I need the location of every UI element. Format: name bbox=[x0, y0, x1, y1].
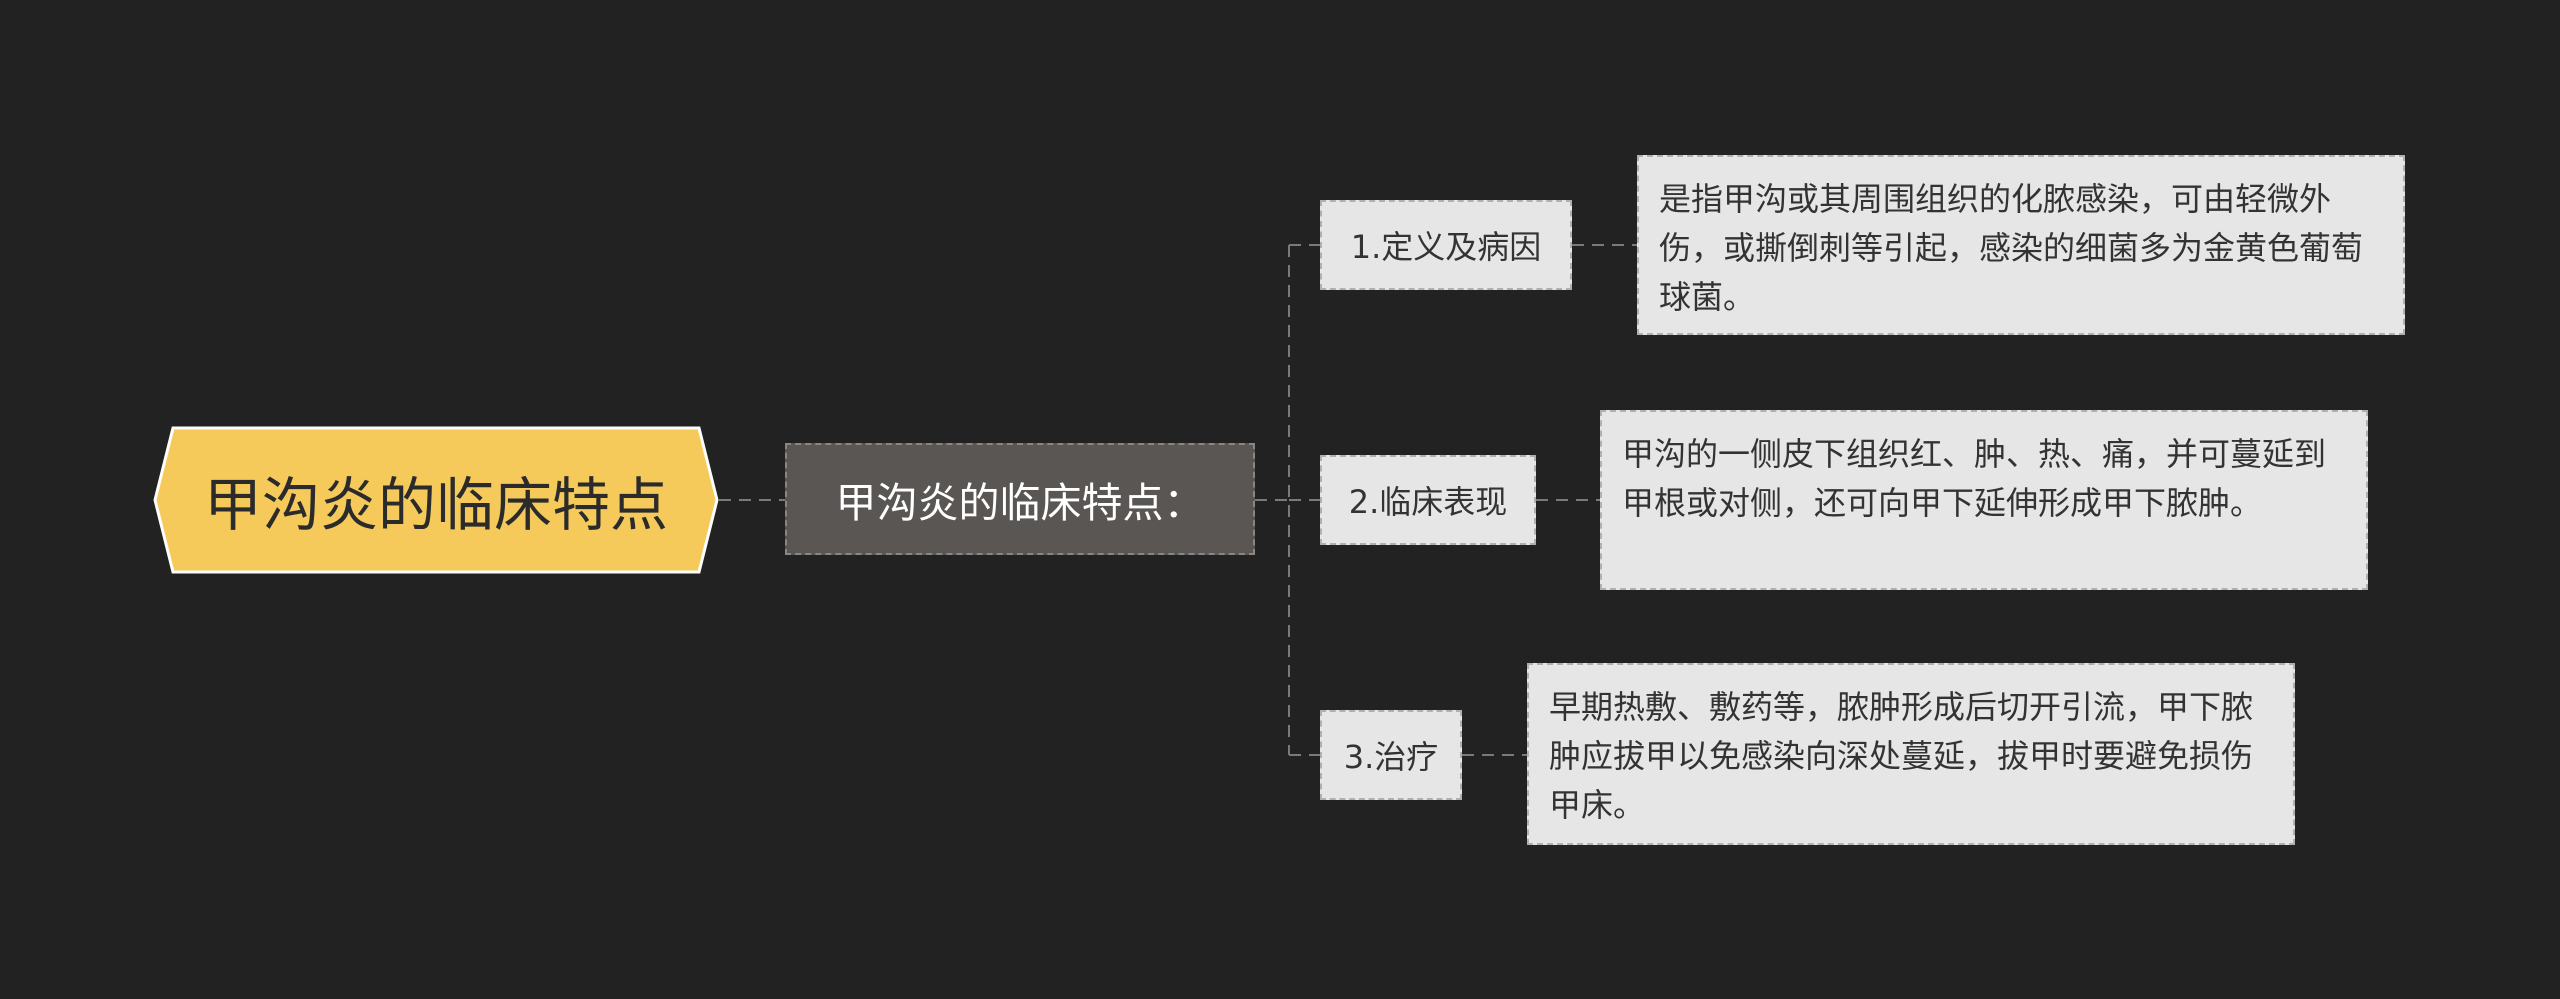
detail-text: 甲沟的一侧皮下组织红、肿、热、痛，并可蔓延到甲根或对侧，还可向甲下延伸形成甲下脓… bbox=[1622, 435, 2327, 522]
branch-label: 2.临床表现 bbox=[1348, 483, 1508, 521]
root-node[interactable]: 甲沟炎的临床特点 bbox=[153, 426, 719, 574]
detail-text: 是指甲沟或其周围组织的化脓感染，可由轻微外伤，或撕倒刺等引起，感染的细菌多为金黄… bbox=[1659, 180, 2364, 316]
detail-node-treatment[interactable]: 早期热敷、敷药等，脓肿形成后切开引流，甲下脓肿应拔甲以免感染向深处蔓延，拔甲时要… bbox=[1527, 663, 2295, 845]
branch-label: 1.定义及病因 bbox=[1350, 228, 1542, 266]
detail-node-clinical-manifestation[interactable]: 甲沟的一侧皮下组织红、肿、热、痛，并可蔓延到甲根或对侧，还可向甲下延伸形成甲下脓… bbox=[1600, 410, 2368, 590]
branch-node-treatment[interactable]: 3.治疗 bbox=[1320, 710, 1462, 800]
subtopic-node[interactable]: 甲沟炎的临床特点： bbox=[785, 443, 1255, 555]
subtopic-label: 甲沟炎的临床特点： bbox=[835, 479, 1205, 527]
detail-text: 早期热敷、敷药等，脓肿形成后切开引流，甲下脓肿应拔甲以免感染向深处蔓延，拔甲时要… bbox=[1549, 688, 2254, 824]
detail-node-definition[interactable]: 是指甲沟或其周围组织的化脓感染，可由轻微外伤，或撕倒刺等引起，感染的细菌多为金黄… bbox=[1637, 155, 2405, 335]
branch-node-clinical-manifestation[interactable]: 2.临床表现 bbox=[1320, 455, 1536, 545]
root-hexagon-shape bbox=[153, 426, 719, 574]
root-label: 甲沟炎的临床特点 bbox=[203, 471, 668, 539]
branch-label: 3.治疗 bbox=[1343, 738, 1439, 776]
branch-node-definition[interactable]: 1.定义及病因 bbox=[1320, 200, 1572, 290]
